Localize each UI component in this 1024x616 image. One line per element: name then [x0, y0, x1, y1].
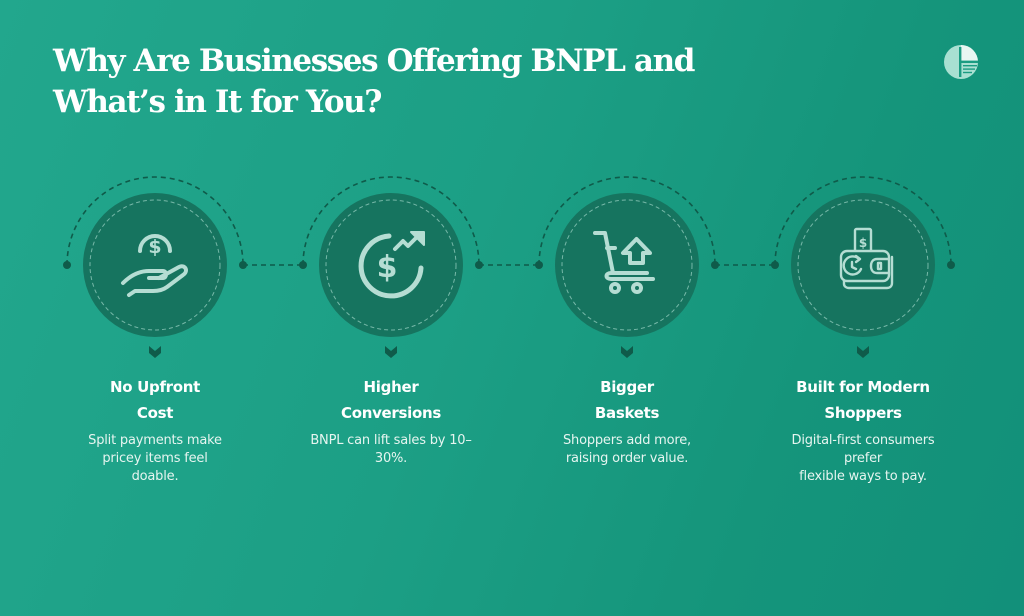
feature-node-3 [535, 176, 719, 337]
cart-up-arrow-icon [593, 231, 655, 294]
down-chevron-icons [149, 346, 869, 358]
feature-node-2: $ [299, 176, 483, 337]
feature-title: Built for Modern Shoppers [796, 378, 930, 422]
feature-description: Shoppers add more, raising order value. [562, 433, 691, 466]
feature-built-for-modern-shoppers: Built for Modern Shoppers Digital-first … [763, 374, 963, 486]
feature-description: Split payments make pricey items feel do… [88, 433, 222, 484]
dollar-growth-arrow-icon: $ [358, 231, 425, 299]
brand-logo-icon [944, 45, 978, 79]
svg-text:$: $ [377, 250, 398, 285]
feature-node-4: $ [771, 176, 955, 337]
hand-dollar-coin-icon: $ [121, 234, 188, 297]
feature-title: Higher Conversions [340, 378, 442, 422]
feature-title: No Upfront Cost [109, 378, 201, 422]
feature-no-upfront-cost: No Upfront Cost Split payments make pric… [55, 374, 255, 486]
feature-description: Digital-first consumers prefer flexible … [791, 433, 935, 484]
title-line-1: Why Are Businesses Offering BNPL and [53, 43, 695, 79]
wallet-recurring-payment-icon: $ [839, 227, 894, 290]
feature-description: BNPL can lift sales by 10– 30%. [310, 433, 472, 466]
feature-node-1: $ [63, 176, 247, 337]
feature-bigger-baskets: Bigger Baskets Shoppers add more, raisin… [527, 374, 727, 468]
feature-title: Bigger Baskets [594, 378, 660, 422]
title-line-2: What’s in It for You? [53, 84, 382, 120]
feature-higher-conversions: Higher Conversions BNPL can lift sales b… [291, 374, 491, 468]
svg-text:$: $ [859, 236, 867, 250]
svg-text:$: $ [148, 236, 161, 258]
page-title: Why Are Businesses Offering BNPL and Wha… [53, 41, 753, 123]
